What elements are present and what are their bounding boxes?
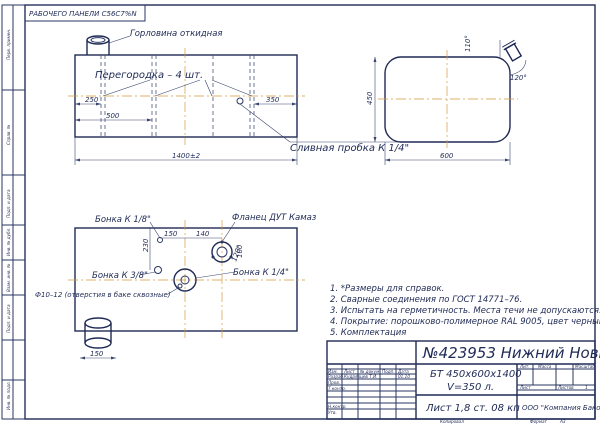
tank-bottom-outline xyxy=(74,227,298,332)
tb-lit: Лит. xyxy=(519,364,530,369)
format-value: А3 xyxy=(559,419,566,424)
dim-600: 600 xyxy=(440,152,454,160)
dim-250: 250 xyxy=(85,96,99,104)
strip-label-2: Справ. № xyxy=(6,124,11,145)
header-stamp xyxy=(24,4,146,22)
dim-140: 140 xyxy=(196,230,210,238)
flange-label: Фланец ДУТ Камаз xyxy=(232,213,317,223)
tb-number: №423953 Нижний Новгород xyxy=(422,344,600,362)
boss-1-8-label: Бонка К 1/8" xyxy=(95,215,151,225)
strip-label-5: Взам. инв. № xyxy=(6,263,11,292)
tb-razrab-name: Кудрявцев Т.И. xyxy=(344,374,378,379)
dim-450: 450 xyxy=(366,91,374,105)
tb-list: Лист xyxy=(343,369,355,374)
tb-scale: Масштаб xyxy=(575,364,595,369)
bottom-view: 150 Бонка К 1/8" Фланец ДУТ Камаз Бонка … xyxy=(35,213,317,360)
note-1: 1. *Размеры для справок. xyxy=(330,284,444,294)
dim-100: 100 xyxy=(236,244,244,258)
boss-1-4-label: Бонка К 1/4" xyxy=(233,268,289,278)
angle-120: 120° xyxy=(510,74,527,82)
tb-sheets: Листов xyxy=(557,385,574,390)
boss-1-4 xyxy=(173,268,197,292)
strip-label-6: Подп. и дата xyxy=(6,304,11,333)
tb-material: Лист 1,8 ст. 08 кп xyxy=(425,403,520,414)
boss-3-8 xyxy=(154,266,162,274)
note-2: 2. Сварные соединения по ГОСТ 14771–76. xyxy=(330,295,522,305)
tb-razrab: Разраб. xyxy=(328,374,344,379)
tb-izm: Изм. xyxy=(328,369,338,374)
side-view: 110° 120° 450 600 xyxy=(366,35,527,165)
tb-mass: Масса xyxy=(538,364,552,369)
through-hole xyxy=(177,283,183,289)
drain-plug xyxy=(236,97,244,105)
tb-volume: V=350 л. xyxy=(447,382,494,393)
tb-date: Дата xyxy=(397,369,409,374)
copied-label: Копировал xyxy=(440,419,464,424)
note-3: 3. Испытать на герметичность. Места течи… xyxy=(330,306,600,316)
title-block: Изм. Лист № докум. Подп. Дата Разраб. Ку… xyxy=(326,340,600,420)
tb-company: ООО "Компания Бакор" xyxy=(522,404,600,412)
tb-prov: Пров. xyxy=(328,380,340,385)
dim-350: 350 xyxy=(266,96,280,104)
neck-label: Горловина откидная xyxy=(130,29,223,39)
tb-tkontr: Т.контр. xyxy=(328,386,346,391)
strip-label-3: Подп. и дата xyxy=(6,189,11,218)
bottom-neck xyxy=(84,317,112,329)
strip-label-4: Инв. № дубл. xyxy=(6,227,11,256)
angle-110: 110° xyxy=(464,35,472,52)
notes: 1. *Размеры для справок. 2. Сварные соед… xyxy=(330,284,600,338)
dim-length: 1400±2 xyxy=(172,152,201,160)
note-4: 4. Покрытие: порошково-полимерное RAL 90… xyxy=(330,317,600,327)
top-view: Горловина откидная Перегородка – 4 шт. С… xyxy=(68,29,409,165)
tank-side-outline xyxy=(384,56,511,143)
dim-dia150: 150 xyxy=(90,350,104,358)
tb-nkontr: Н.контр. xyxy=(328,404,347,409)
dim-500: 500 xyxy=(106,112,120,120)
drain-label: Сливная пробка К 1/4" xyxy=(290,142,409,154)
tb-utv: Утв. xyxy=(328,410,337,415)
dim-230: 230 xyxy=(142,238,150,252)
tb-sign: Подп. xyxy=(382,369,395,374)
strip-label-7: Инв. № подл. xyxy=(6,381,11,410)
tb-sheet: Лист xyxy=(519,385,531,390)
note-5: 5. Комплектация xyxy=(330,328,406,338)
format-label: Формат xyxy=(530,419,548,424)
header-stamp-text: РАБОЧЕГО ПАНЕЛИ С56С7%N xyxy=(29,10,137,18)
strip-label-1: Перв. примен. xyxy=(6,29,11,60)
tb-doc: № докум. xyxy=(359,369,381,374)
tb-product: БТ 450х600х1400 xyxy=(430,369,522,380)
holes-label: Ф10–12 (отверстия в баке сквозные) xyxy=(35,291,171,299)
boss-3-8-label: Бонка К 3/8" xyxy=(92,271,148,281)
dim-150: 150 xyxy=(164,230,178,238)
tb-date-val: 01.10 xyxy=(398,374,410,379)
partition-label: Перегородка – 4 шт. xyxy=(95,70,203,81)
tb-sheets-val: 1 xyxy=(585,385,588,390)
